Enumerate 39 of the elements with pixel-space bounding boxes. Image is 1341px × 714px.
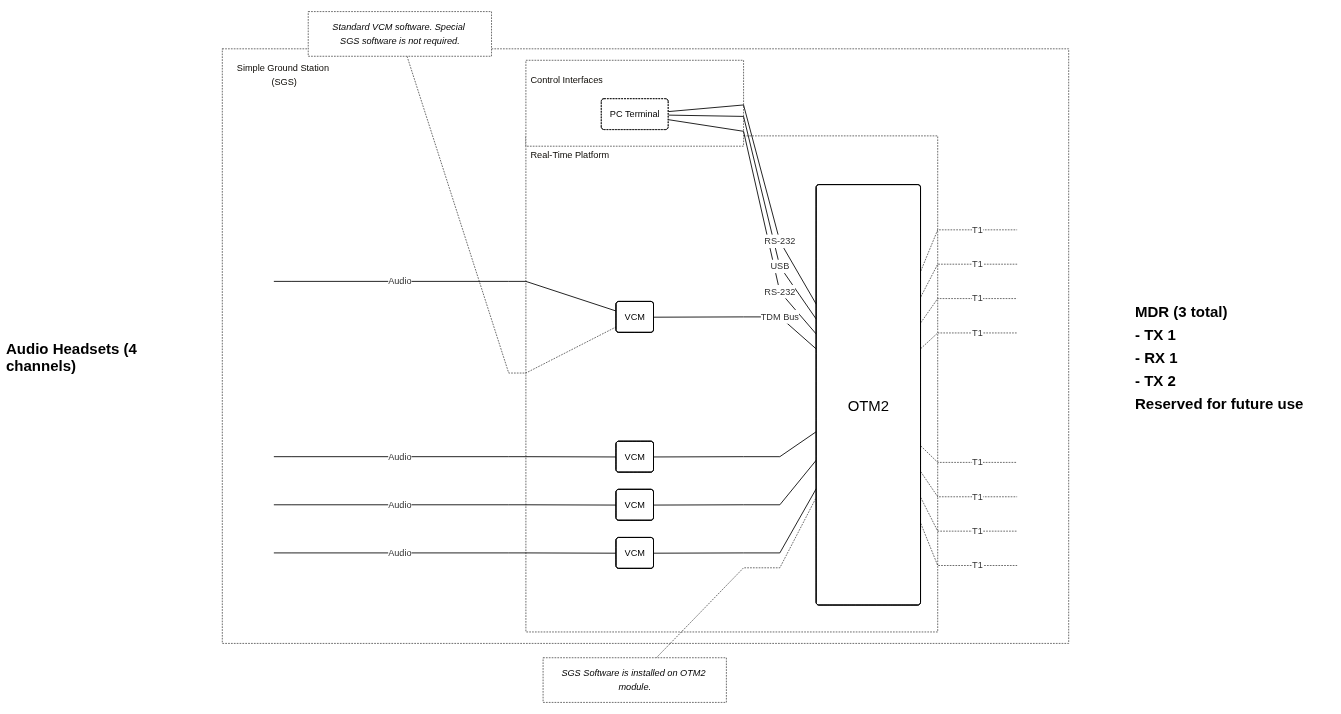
connector-line xyxy=(653,431,817,458)
edge-label: USB xyxy=(770,261,790,272)
edge-label: RS-232 xyxy=(764,286,796,297)
edge-label: RS-232 xyxy=(764,236,796,246)
side-note: - RX 1 xyxy=(1135,348,1179,366)
edge-label: T1 xyxy=(972,224,983,235)
edge-label: TDM Bus xyxy=(760,311,799,322)
connector-line xyxy=(653,459,817,506)
edge-label: T1 xyxy=(972,525,983,536)
edge-label: T1 xyxy=(972,327,983,338)
edge-label: T1 xyxy=(972,457,983,467)
side-note: - TX 1 xyxy=(1135,325,1177,343)
connector-line xyxy=(920,332,1018,349)
edge-label: T1 xyxy=(972,293,983,304)
edge-label: T1 xyxy=(972,560,983,571)
side-note: Reserved for future use xyxy=(1135,394,1305,412)
edge-label: T1 xyxy=(972,491,983,502)
connector-line xyxy=(920,445,1018,463)
connector-line xyxy=(920,229,1018,272)
side-note: MDR (3 total) xyxy=(1135,302,1229,320)
connector-line xyxy=(273,552,617,554)
connector-line xyxy=(273,280,617,312)
node-box: SGS Software is installed on OTM2 module. xyxy=(542,657,727,703)
edge-label: Audio xyxy=(388,276,412,286)
connector-line xyxy=(920,298,1018,323)
connector-line xyxy=(273,504,617,506)
node-box: Standard VCM software. Special SGS software is not required. xyxy=(307,11,492,57)
side-note: Audio Headsets (4 channels) xyxy=(6,340,138,374)
connector-line xyxy=(920,497,1018,532)
edge-label: Audio xyxy=(388,451,412,462)
connector-line xyxy=(653,487,817,554)
side-note: - TX 2 xyxy=(1135,371,1177,389)
edge-label: Audio xyxy=(388,499,412,510)
edge-label: Audio xyxy=(388,547,412,558)
edge-label: T1 xyxy=(972,259,983,269)
connector-line xyxy=(920,263,1018,298)
connector-line xyxy=(273,456,617,458)
connector-line xyxy=(920,523,1018,566)
connector-line xyxy=(920,471,1018,498)
